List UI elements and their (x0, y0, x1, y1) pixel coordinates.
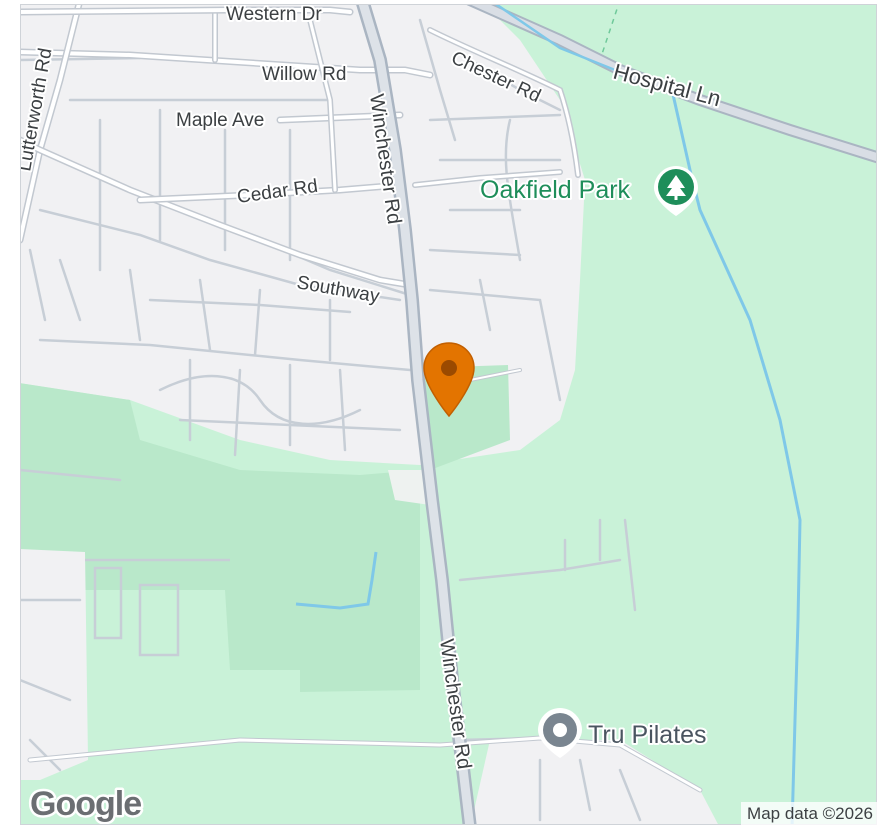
tree-icon (654, 166, 698, 216)
main-streets (20, 4, 703, 793)
parking-lots (85, 558, 230, 657)
poi-tru-pilates[interactable]: Tru Pilates (538, 708, 709, 758)
svg-text:Google: Google (30, 785, 141, 823)
urban-south (470, 740, 719, 825)
hospital-ln-water-edge (493, 4, 621, 74)
road-label-western-dr: Western Dr (226, 4, 322, 25)
map-pin-icon[interactable] (423, 342, 475, 418)
map-border (20, 4, 877, 825)
pond-channel (295, 551, 378, 610)
hospital-ln-road (465, 4, 877, 164)
urban-road-strip (388, 470, 430, 505)
generic-place-icon (538, 708, 582, 758)
urban-southwest (20, 548, 88, 780)
poi-label-oakfield-park: Oakfield Park (480, 176, 631, 204)
poi-label-tru-pilates: Tru Pilates (588, 721, 707, 749)
woodland-area (20, 383, 420, 692)
road-label-willow-rd: Willow Rd (262, 64, 346, 85)
dashed-path (599, 4, 620, 61)
winchester-rd-road (355, 4, 477, 825)
google-logo: Google (28, 783, 145, 826)
map-attribution[interactable]: Map data ©2026 (741, 802, 879, 826)
road-label-maple-ave: Maple Ave (176, 110, 264, 131)
poi-oakfield-park[interactable]: Oakfield Park (478, 166, 698, 216)
